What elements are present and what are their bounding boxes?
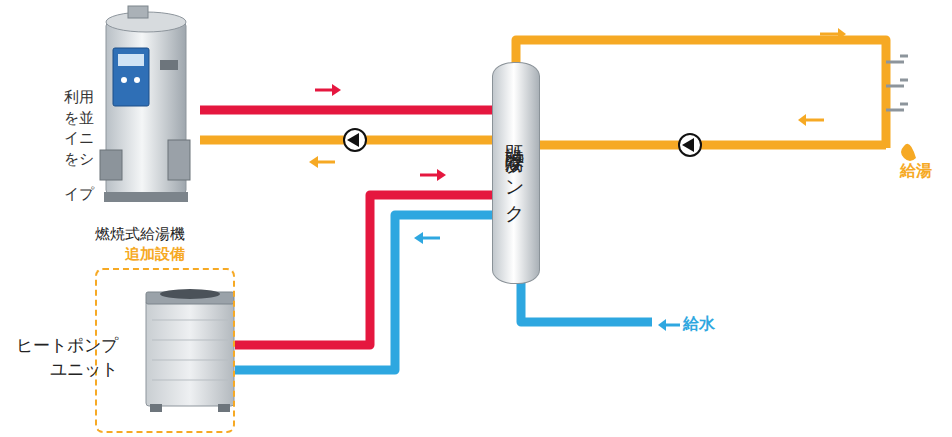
node-label: 追加設備 — [125, 245, 185, 264]
hot-water-supply-pipe — [516, 40, 886, 148]
heat-pump-foot — [218, 404, 230, 412]
heater-base — [104, 192, 188, 202]
pipe-fitting — [168, 140, 190, 180]
flow-arrow-head — [309, 156, 318, 168]
heat-pump-illustration — [146, 289, 234, 412]
heat-pump-foot — [150, 404, 162, 412]
flow-arrow-head — [838, 28, 846, 40]
pump-symbol — [679, 134, 701, 156]
pump-triangle — [347, 133, 359, 147]
flow-arrow-head — [798, 114, 806, 126]
heater-flue — [128, 6, 148, 18]
panel-button — [134, 77, 140, 83]
text-label: をシ — [64, 150, 94, 169]
hot-water-drop — [901, 144, 916, 161]
heat-pump-unit: ヒートポンプ ユニット — [10, 285, 235, 420]
faucet — [886, 80, 908, 86]
text-label: 利用 — [64, 88, 94, 107]
pipe-connector — [235, 215, 492, 370]
text-label: イプ — [64, 185, 94, 204]
water-heater: 燃焼式給湯機 — [80, 0, 200, 248]
heater-gauge — [160, 60, 178, 70]
flow-arrow — [664, 324, 680, 327]
pump-circle — [679, 134, 701, 156]
pipe-connector — [200, 106, 492, 115]
node-label: ヒートポンプ ユニット — [10, 333, 118, 381]
added-equipment-group: 追加設備ヒートポンプ ユニット — [95, 268, 235, 433]
heat-pump-body — [146, 300, 234, 406]
node-label: 燃焼式給湯機 — [80, 225, 200, 244]
hot-water-return-pipe — [540, 141, 886, 150]
flow-arrow-head — [414, 232, 423, 244]
flow-arrow — [820, 33, 840, 36]
fan-grille — [160, 289, 220, 299]
text-label: 給湯 — [900, 161, 932, 182]
faucets — [886, 56, 908, 110]
cold-water-pipe — [521, 282, 652, 322]
flow-arrow-head — [437, 169, 446, 181]
water-heater-illustration — [100, 6, 190, 202]
louvre-line — [152, 380, 228, 381]
louvre-line — [152, 320, 228, 321]
pump-triangle — [682, 138, 694, 152]
flow-arrow-head — [658, 319, 666, 331]
louvre-line — [152, 340, 228, 341]
burner-unit — [100, 150, 122, 180]
control-panel — [113, 48, 149, 106]
node-label: 既設貯湯タンク — [503, 130, 529, 217]
text-label: 給水 — [683, 314, 715, 335]
text-label: を並 — [64, 109, 94, 128]
storage-tank: 既設貯湯タンク — [492, 62, 540, 284]
pump-circle — [344, 129, 366, 151]
panel-button — [121, 77, 127, 83]
pump-symbol — [344, 129, 366, 151]
louvre-line — [152, 360, 228, 361]
text-label: イニ — [64, 129, 94, 148]
panel-display — [118, 54, 144, 66]
flow-arrow-head — [332, 84, 341, 96]
flow-arrow — [804, 119, 824, 122]
faucet — [886, 104, 908, 110]
faucet — [886, 56, 908, 62]
